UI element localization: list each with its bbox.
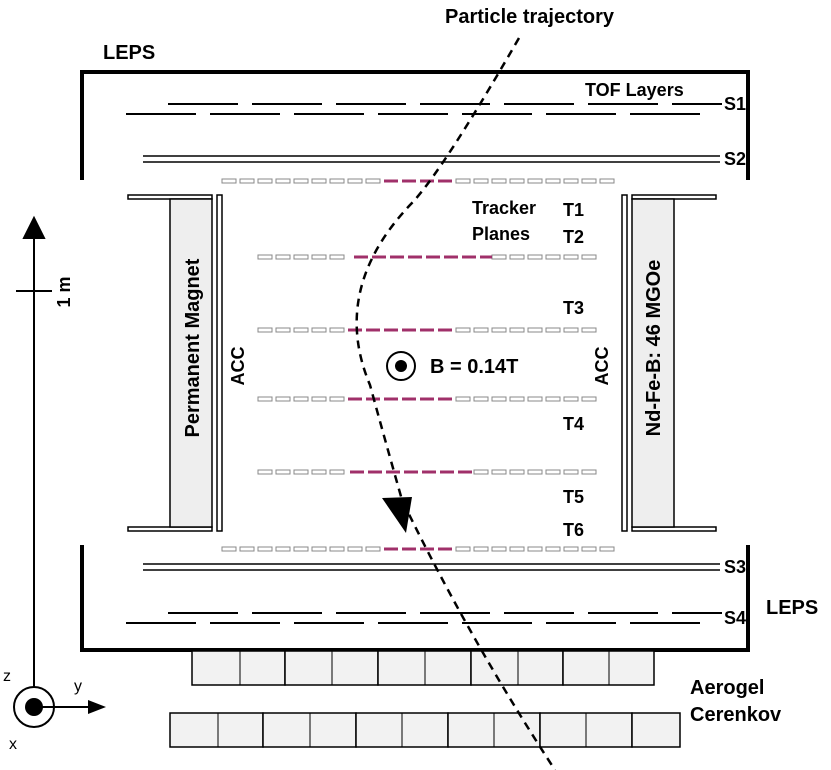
left-magnet-label: Permanent Magnet <box>182 258 204 437</box>
leps-bottom-bracket <box>80 545 750 652</box>
tracker-plane-t1 <box>221 178 615 184</box>
right-magnet <box>631 194 717 532</box>
tof-layer-s4 <box>126 612 722 624</box>
tof-layer-s2 <box>143 155 720 163</box>
field-label: B = 0.14T <box>430 356 518 378</box>
acc-left-label: ACC <box>228 347 248 386</box>
aerogel-label-line1: Aerogel <box>690 677 764 699</box>
s2-label: S2 <box>724 149 746 169</box>
s4-label: S4 <box>724 608 746 628</box>
tracker-plane-t3 <box>257 327 597 333</box>
axis-y-label: y <box>74 678 82 695</box>
particle-trajectory <box>355 37 557 770</box>
axis-x-label: x <box>9 736 17 753</box>
aerogel-row-2-dividers <box>217 713 587 747</box>
tracker-planes-label-line2: Planes <box>472 224 530 244</box>
aerogel-row-2 <box>169 712 681 748</box>
scale-bar <box>16 215 52 688</box>
aerogel-row-1 <box>191 650 655 686</box>
right-magnet-label: Nd-Fe-B: 46 MGOe <box>643 260 665 437</box>
t3-label: T3 <box>563 298 584 318</box>
aerogel-row-1-dividers <box>239 651 610 685</box>
leps-bottom-label: LEPS <box>766 597 818 619</box>
trajectory-label: Particle trajectory <box>445 6 615 28</box>
t5-label: T5 <box>563 487 584 507</box>
tof-layer-s3 <box>143 563 720 571</box>
tof-layer-s1 <box>126 103 722 115</box>
axis-z-label: z <box>3 668 11 685</box>
tracker-planes-label-line1: Tracker <box>472 198 536 218</box>
leps-top-label: LEPS <box>103 42 155 64</box>
trajectory-arrowhead-icon <box>382 497 412 533</box>
t2-label: T2 <box>563 227 584 247</box>
tracker-plane-t2 <box>257 254 597 260</box>
leps-top-bracket <box>80 70 750 180</box>
acc-right-strip <box>621 194 628 532</box>
t6-label: T6 <box>563 520 584 540</box>
scale-label: 1 m <box>54 276 74 307</box>
acc-left-strip <box>216 194 223 532</box>
t1-label: T1 <box>563 200 584 220</box>
tracker-plane-t5 <box>257 469 597 475</box>
coordinate-axes <box>13 686 106 728</box>
tof-layers-label: TOF Layers <box>585 80 684 100</box>
acc-right-label: ACC <box>592 347 612 386</box>
tracker-plane-t4 <box>257 396 597 402</box>
field-out-of-page-icon <box>386 351 416 381</box>
aerogel-label-line2: Cerenkov <box>690 704 782 726</box>
t4-label: T4 <box>563 414 584 434</box>
s1-label: S1 <box>724 94 746 114</box>
s3-label: S3 <box>724 557 746 577</box>
tracker-plane-t6 <box>221 546 615 552</box>
left-magnet <box>127 194 213 532</box>
